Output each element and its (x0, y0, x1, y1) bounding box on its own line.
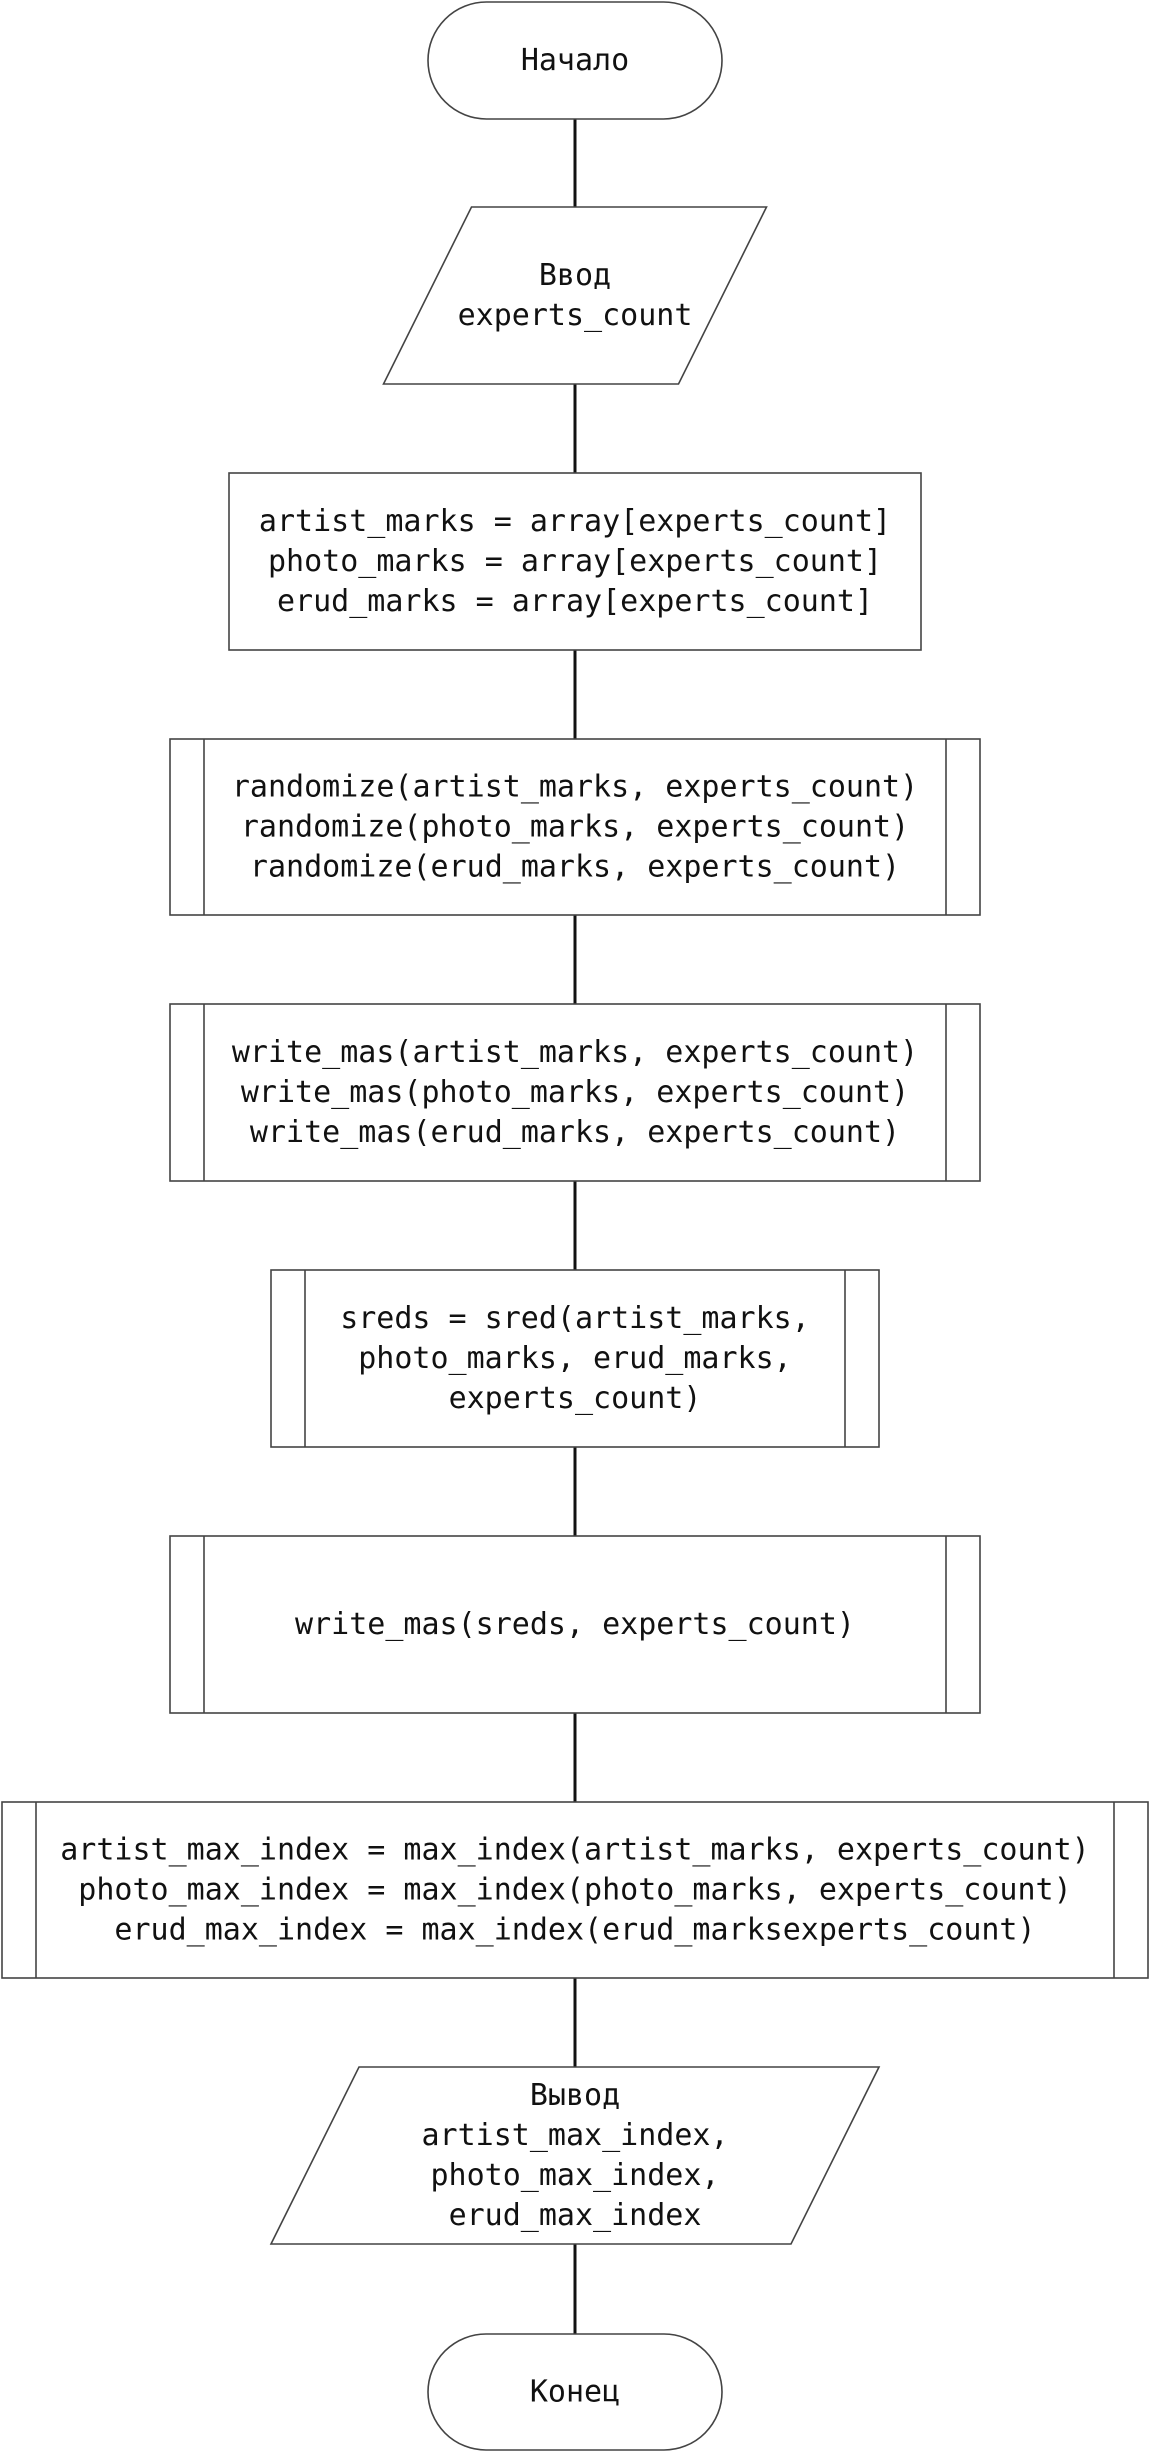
io-parallelogram-shape (382, 206, 768, 385)
node-label-line: write_mas(sreds, experts_count) (295, 1607, 855, 1642)
node-label-line: experts_count (458, 298, 693, 333)
io-parallelogram-shape (269, 2066, 881, 2245)
node-label-line: Конец (530, 2375, 620, 2410)
node-label-line: randomize(erud_marks, experts_count) (250, 850, 900, 885)
node-label-line: photo_marks, erud_marks, (358, 1341, 791, 1376)
node-label-line: write_mas(artist_marks, experts_count) (232, 1035, 918, 1070)
node-label-line: erud_marks = array[experts_count] (277, 584, 873, 619)
node-label-line: photo_marks = array[experts_count] (268, 544, 882, 579)
node-label-line: randomize(artist_marks, experts_count) (232, 770, 918, 805)
terminator-shape (427, 1, 723, 120)
node-label-line: Ввод (539, 258, 611, 293)
subprocess-shape (270, 1269, 880, 1448)
node-label-line: artist_max_index, (421, 2118, 728, 2153)
process-arrays: artist_marks = array[experts_count]photo… (228, 472, 922, 651)
node-label-line: write_mas(erud_marks, experts_count) (250, 1115, 900, 1150)
node-label-line: artist_max_index = max_index(artist_mark… (60, 1833, 1090, 1868)
node-label-line: write_mas(photo_marks, experts_count) (241, 1075, 909, 1110)
node-label-line: photo_max_index, (431, 2158, 720, 2193)
node-label-line: experts_count) (449, 1381, 702, 1416)
terminator-end: Конец (427, 2333, 723, 2451)
subprocess-shape (169, 1535, 981, 1714)
subprocess-write-marks: write_mas(artist_marks, experts_count)wr… (169, 1003, 981, 1182)
terminator-start: Начало (427, 1, 723, 120)
node-label-line: erud_max_index (449, 2198, 702, 2233)
node-label-line: artist_marks = array[experts_count] (259, 504, 891, 539)
node-label-line: erud_max_index = max_index(erud_marksexp… (114, 1913, 1035, 1948)
subprocess-sred: sreds = sred(artist_marks, photo_marks, e… (270, 1269, 880, 1448)
subprocess-randomize: randomize(artist_marks, experts_count)ra… (169, 738, 981, 916)
subprocess-max-index: artist_max_index = max_index(artist_mark… (1, 1801, 1149, 1979)
io-output: Вывод artist_max_index, photo_max_index,er… (269, 2066, 881, 2245)
node-label-line: randomize(photo_marks, experts_count) (241, 810, 909, 845)
node-label-line: sreds = sred(artist_marks, (340, 1301, 810, 1336)
io-input: Ввод experts_count (382, 206, 768, 385)
subprocess-shape (169, 1003, 981, 1182)
subprocess-shape (169, 738, 981, 916)
process-shape (228, 472, 922, 651)
subprocess-write-sreds: write_mas(sreds, experts_count) (169, 1535, 981, 1714)
subprocess-shape (1, 1801, 1149, 1979)
terminator-shape (427, 2333, 723, 2451)
node-label-line: Вывод (530, 2078, 620, 2113)
node-label-line: Начало (521, 43, 629, 78)
node-label-line: photo_max_index = max_index(photo_marks,… (78, 1873, 1071, 1908)
